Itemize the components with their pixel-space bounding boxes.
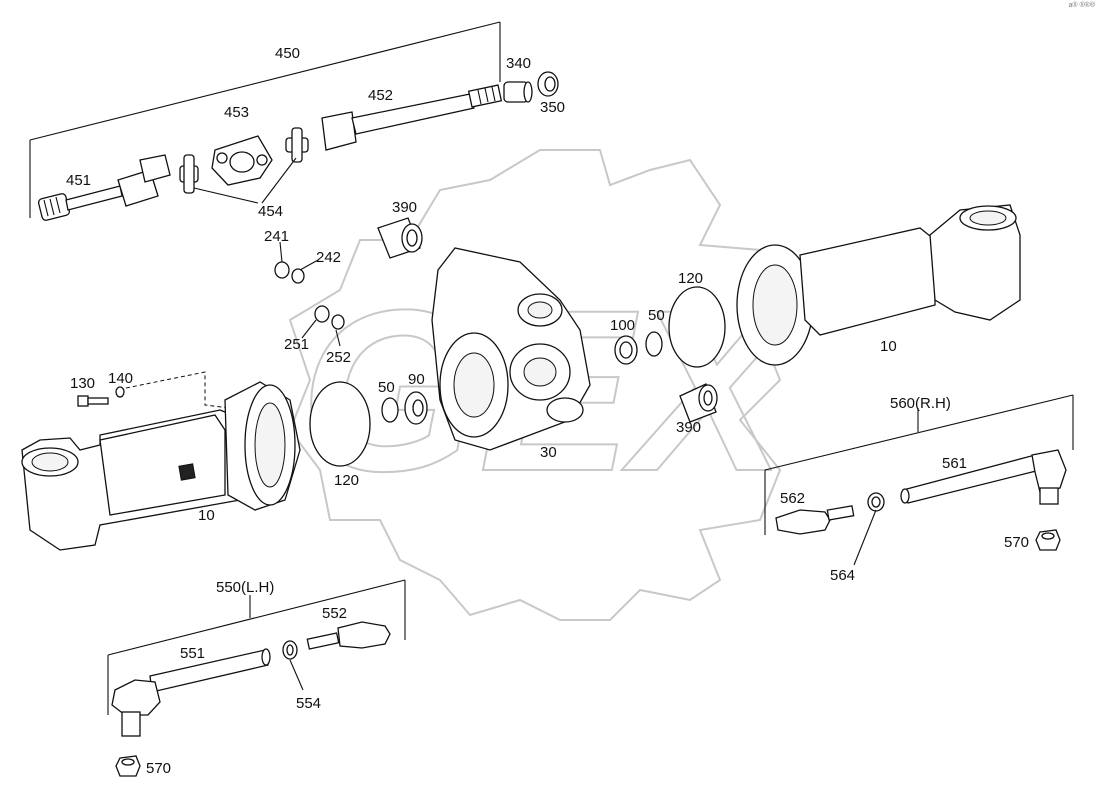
callout-120-left: 120 [334,472,359,489]
callout-10-left: 10 [198,507,215,524]
seal-350 [537,71,559,97]
differential-carrier-30 [431,247,591,451]
callout-130: 130 [70,375,95,392]
corner-mark: a® ®®® [1068,2,1095,9]
callout-570-left: 570 [146,760,171,777]
callout-562: 562 [780,490,805,507]
axle-housing-right-10 [736,204,1021,366]
callout-560: 560(R.H) [890,395,951,412]
callout-552: 552 [322,605,347,622]
oring-242 [291,268,305,284]
rod-end-552 [306,621,391,650]
bearing-390-top [377,217,423,259]
callout-451: 451 [66,172,91,189]
callout-50-right: 50 [648,307,665,324]
assembly-line-dashed [125,371,231,409]
bushing-340 [503,81,533,103]
drive-shaft-451 [37,154,171,221]
cross-spider-454b [285,127,309,163]
callout-241: 241 [264,228,289,245]
callout-340: 340 [506,55,531,72]
plug-241 [274,261,290,279]
nut-570-left [115,755,141,777]
callout-242: 242 [316,249,341,266]
nut-554 [282,640,298,660]
watermark-gear [288,149,782,621]
callout-90: 90 [408,371,425,388]
leader-454b [261,157,297,204]
callout-390-top: 390 [392,199,417,216]
axle-housing-left-10 [21,381,301,551]
coupling-yoke-453 [211,135,273,186]
callout-120-right: 120 [678,270,703,287]
callout-570-right: 570 [1004,534,1029,551]
rod-end-562 [775,505,855,535]
shaft-yoke-452 [321,84,503,151]
oring-120-right [668,286,726,368]
bearing-390-bottom [679,383,718,423]
nut-564 [867,492,885,512]
bracket-560 [764,394,1074,535]
tube-551 [111,648,271,737]
plug-251 [314,305,330,323]
callout-252: 252 [326,349,351,366]
callout-350: 350 [540,99,565,116]
callout-550: 550(L.H) [216,579,274,596]
callout-30: 30 [540,444,557,461]
callout-390-bottom: 390 [676,419,701,436]
bracket-550 [107,579,406,715]
callout-50-left: 50 [378,379,395,396]
tube-561 [900,449,1067,505]
seal-90 [404,391,428,425]
callout-452: 452 [368,87,393,104]
leader-454a [193,187,259,204]
cross-spider-454a [179,154,199,194]
callout-561: 561 [942,455,967,472]
bracket-450 [29,21,501,218]
callout-251: 251 [284,336,309,353]
nut-570-right [1035,529,1061,551]
callout-554: 554 [296,695,321,712]
callout-450: 450 [275,45,300,62]
callout-140: 140 [108,370,133,387]
oring-120-left [309,381,371,467]
seal-100 [614,335,638,365]
callout-100: 100 [610,317,635,334]
oring-252 [331,314,345,330]
callout-10-right: 10 [880,338,897,355]
washer-140 [115,386,125,398]
callout-551: 551 [180,645,205,662]
callout-453: 453 [224,104,249,121]
bolt-130 [77,395,109,407]
callout-564: 564 [830,567,855,584]
callout-454: 454 [258,203,283,220]
oring-50-right [645,331,663,357]
oring-50-left [381,397,399,423]
